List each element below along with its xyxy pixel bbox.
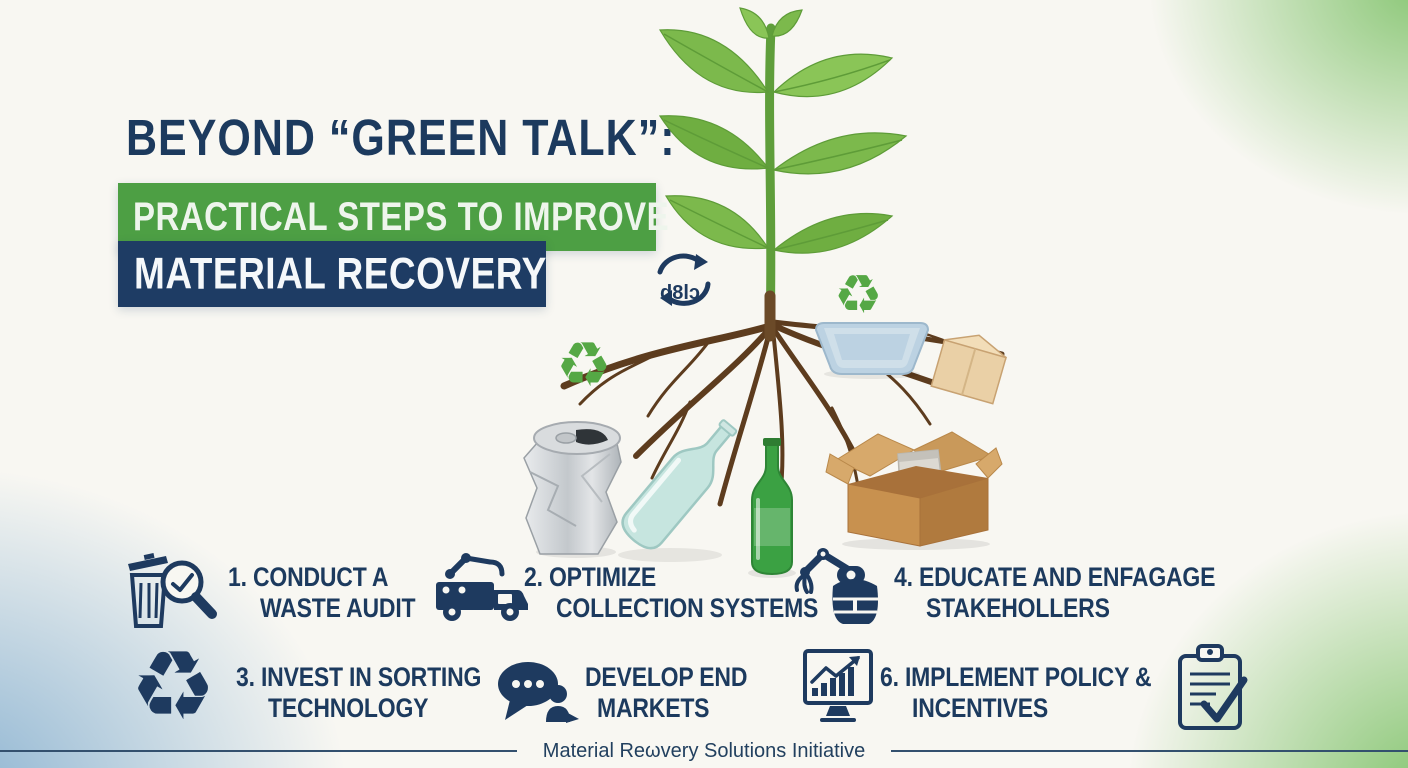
collection-truck-icon [436, 553, 528, 621]
policy-chart-icon [803, 649, 873, 722]
recycle-sort-icon: ♻ [130, 630, 217, 742]
robotic-claw-icon [794, 548, 878, 624]
title-banner-green: PRACTICAL STEPS TO IMPROVE [118, 183, 669, 251]
step-6-label: 6. IMPLEMENT POLICY & INCENTIVES [880, 662, 1152, 723]
step-1-label: 1. CONDUCT A WASTE AUDIT [228, 562, 416, 623]
plant-leaves [658, 7, 908, 254]
footer: Material Reωvery Solutions Initiative [0, 739, 1408, 763]
waste-audit-icon [128, 553, 217, 628]
recycle-symbol-left-icon: ♻ [556, 328, 612, 401]
seedling-illustration [560, 7, 1005, 507]
plant-stem [765, 23, 776, 337]
step-3-label: 3. INVEST IN SORTING TECHNOLOGY [236, 662, 482, 723]
plant-roots [560, 319, 1005, 507]
clipboard-check-icon [1178, 644, 1248, 730]
step-5-label: DEVELOP END MARKETS [585, 662, 748, 723]
step-4-label: 4. EDUCATE AND ENFAGAGE STAKEHOLLERS [894, 562, 1216, 623]
crushed-can [523, 421, 622, 558]
title-line-3: MATERIAL RECOVERY [134, 248, 547, 298]
kraft-box [930, 334, 1007, 405]
open-cardboard-box [825, 431, 1003, 550]
title-line-1: BEYOND “GREEN TALK”: [126, 110, 676, 167]
step-2-label: 2. OPTIMIZE COLLECTION SYSTEMS [524, 562, 819, 623]
cycle-arrows-badge-icon: d8lɔ [657, 253, 711, 306]
footer-text: Material Reωvery Solutions Initiative [542, 739, 866, 762]
footer-divider-right [891, 750, 1408, 752]
speech-bubbles-icon [498, 662, 579, 723]
title-banner-navy: MATERIAL RECOVERY [118, 241, 546, 307]
clear-glass-bottle [618, 419, 738, 562]
title-line-2: PRACTICAL STEPS TO IMPROVE [133, 194, 670, 239]
footer-divider-left [0, 750, 517, 752]
cycle-badge-text: d8lɔ [660, 282, 700, 304]
recycle-symbol-right-icon: ♻ [834, 263, 883, 326]
blue-plastic-tray [814, 322, 930, 379]
green-glass-bottle [748, 438, 796, 578]
